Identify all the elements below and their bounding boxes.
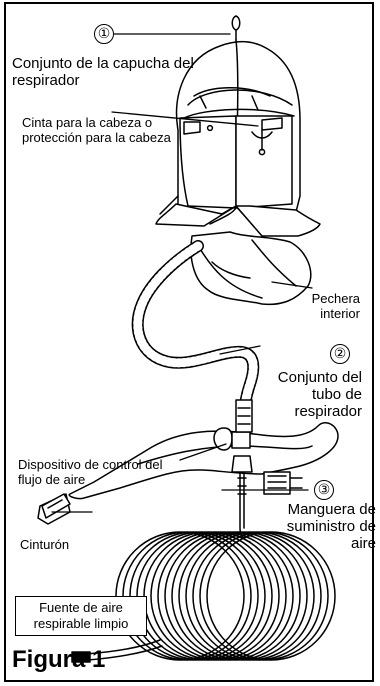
air-source-label: Fuente de aire respirable limpio: [15, 596, 147, 636]
figure-title: Figura 1: [12, 646, 105, 674]
hood-assembly-label: Conjunto de la capucha del respirador: [12, 56, 202, 90]
headband-label: Cinta para la cabeza o protección para l…: [22, 116, 182, 145]
callout-2: ②: [330, 344, 350, 364]
callout-1: ①: [94, 24, 114, 44]
supply-hose-label: Manguera de suministro de aire: [282, 502, 376, 552]
belt-label: Cinturón: [20, 538, 69, 553]
flow-control-label: Dispositivo de control del flujo de aire: [18, 458, 180, 487]
inner-bib-label: Pechera interior: [302, 292, 360, 321]
tube-assembly-label: Conjunto del tubo de respirador: [262, 370, 362, 420]
callout-3: ③: [314, 480, 334, 500]
